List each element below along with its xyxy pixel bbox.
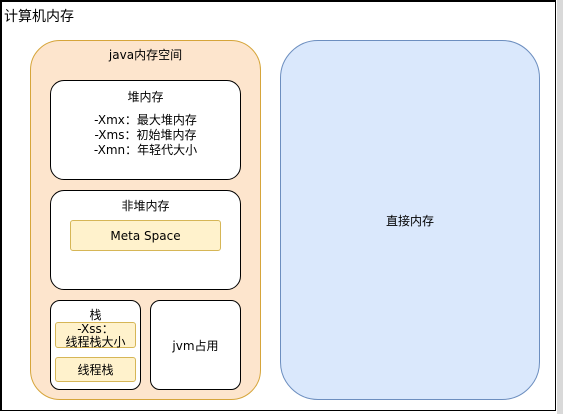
heap-options: -Xmx：最大堆内存 -Xms：初始堆内存 -Xmn：年轻代大小 (50, 113, 241, 158)
non-heap-memory-title: 非堆内存 (121, 199, 170, 213)
xss-option-box: -Xss： 线程栈大小 (55, 322, 136, 349)
java-memory-space-title: java内存空间 (108, 48, 183, 62)
heap-option-xmx: -Xmx：最大堆内存 (94, 113, 197, 127)
jvm-usage-box: jvm占用 (150, 300, 241, 390)
thread-stack-box: 线程栈 (55, 357, 136, 382)
xss-option-line1: -Xss： (77, 322, 114, 336)
meta-space-label: Meta Space (110, 228, 181, 243)
heap-memory-title: 堆内存 (127, 90, 164, 104)
heap-option-xmn: -Xmn：年轻代大小 (93, 143, 198, 157)
xss-option-line2: 线程栈大小 (65, 335, 126, 349)
thread-stack-label: 线程栈 (77, 363, 114, 377)
heap-option-xms: -Xms：初始堆内存 (94, 128, 197, 142)
direct-memory-label: 直接内存 (385, 213, 434, 228)
jvm-usage-label: jvm占用 (172, 338, 219, 353)
heap-memory-box (50, 80, 241, 180)
stack-title: 栈 (89, 308, 102, 322)
window-edge (557, 0, 563, 414)
direct-memory-box: 直接内存 (280, 40, 540, 400)
meta-space-box: Meta Space (70, 220, 221, 251)
computer-memory-title: 计算机内存 (4, 9, 74, 25)
